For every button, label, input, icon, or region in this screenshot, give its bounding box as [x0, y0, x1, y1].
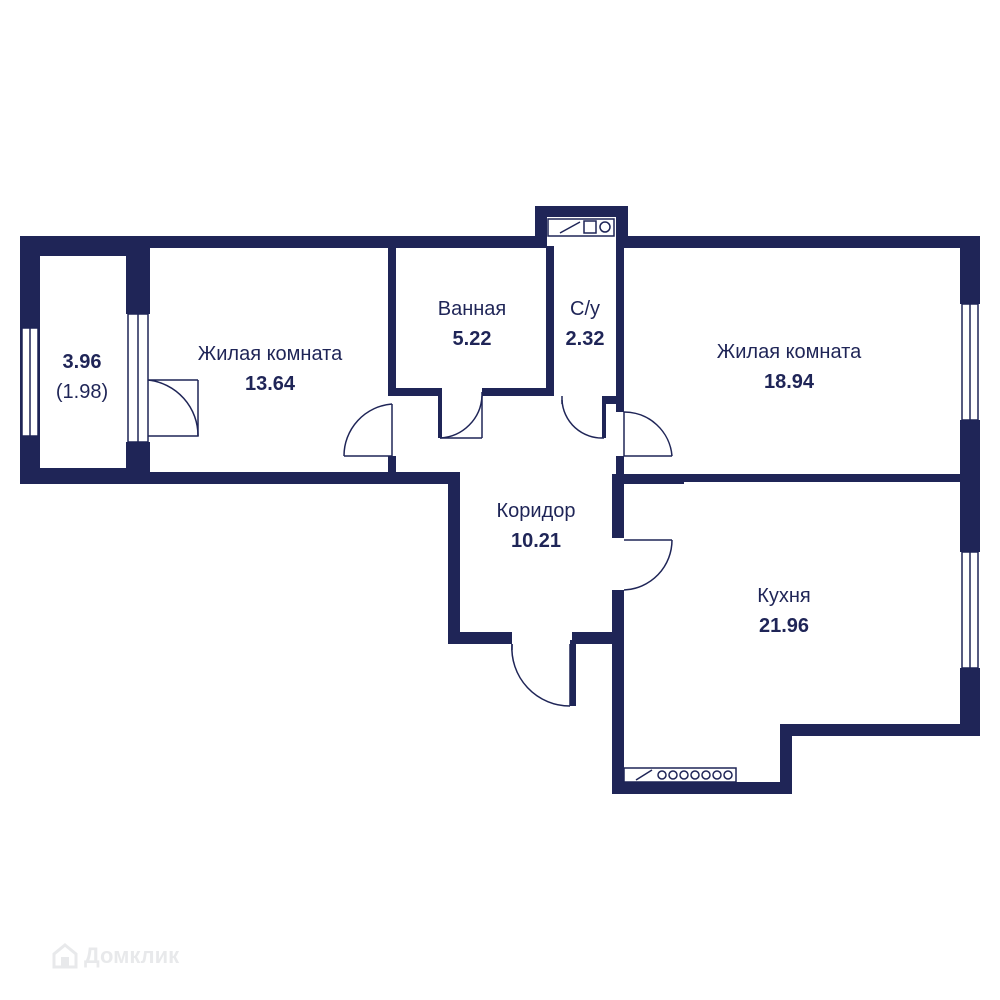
- bath-left-wall-upper: [388, 246, 396, 396]
- doors: [147, 379, 673, 707]
- living2-kitchen-wall: [612, 474, 980, 482]
- living-room-2-area: 18.94: [764, 371, 815, 393]
- walls: [20, 206, 980, 794]
- wc-right-wall: [616, 246, 624, 412]
- kitchen-step-horizontal: [780, 724, 980, 736]
- entry-post: [570, 640, 576, 706]
- right-wall-3: [960, 668, 980, 734]
- bathroom-area: 5.22: [453, 328, 492, 350]
- balcony-sub-area: (1.98): [56, 381, 108, 403]
- balcony-wall-bottom: [20, 468, 148, 484]
- right-wall-1: [960, 236, 980, 304]
- corridor-area: 10.21: [511, 530, 561, 552]
- kitchen-label: Кухня: [757, 585, 811, 607]
- fixtures: [547, 218, 737, 783]
- living-room-1-label: Жилая комната: [198, 343, 343, 365]
- right-wall-2: [960, 420, 980, 552]
- windows: [21, 303, 979, 669]
- watermark-text: Домклик: [84, 943, 180, 968]
- room-labels: 3.96 (1.98) Жилая комната 13.64 Ванная 5…: [56, 298, 862, 637]
- balcony-partition-top: [126, 236, 150, 314]
- corridor-bottom-left: [448, 632, 512, 644]
- top-wall-right: [616, 236, 980, 248]
- shaft-vent: [547, 218, 615, 237]
- top-wall-left: [126, 236, 536, 248]
- balcony-area: 3.96: [63, 351, 102, 373]
- kitchen-area: 21.96: [759, 615, 809, 637]
- balcony-wall-top: [20, 236, 148, 256]
- stove-burners: [657, 770, 733, 780]
- watermark: Домклик: [52, 942, 179, 970]
- bathroom-label: Ванная: [438, 298, 507, 320]
- bath-wc-partition: [546, 246, 554, 396]
- bath-bottom-wall-right: [482, 388, 554, 396]
- kitchen-step-vertical: [780, 724, 792, 794]
- corridor-left-wall: [448, 472, 460, 644]
- corridor-bottom-right: [572, 632, 624, 644]
- kitchen-top-stub: [612, 474, 684, 484]
- house-icon: [52, 943, 78, 969]
- shaft-top: [535, 206, 628, 217]
- wc-label: С/у: [570, 298, 600, 320]
- living-room-2-label: Жилая комната: [717, 341, 862, 363]
- kitchen-left-wall-lower: [612, 590, 624, 794]
- corridor-label: Коридор: [497, 500, 576, 522]
- bath-door-jamb: [438, 388, 442, 438]
- bath-bottom-wall-left: [388, 388, 438, 396]
- wc-door-jamb: [602, 396, 606, 438]
- living1-bottom-wall: [126, 472, 460, 484]
- wc-bottom-stub: [604, 396, 624, 404]
- kitchen-bottom-wall: [612, 782, 792, 794]
- living-room-1-area: 13.64: [245, 373, 296, 395]
- bath-left-wall-lower: [388, 456, 396, 476]
- kitchen-left-wall-upper: [612, 476, 624, 538]
- living2-left-wall-lower: [616, 456, 624, 482]
- wc-area: 2.32: [566, 328, 605, 350]
